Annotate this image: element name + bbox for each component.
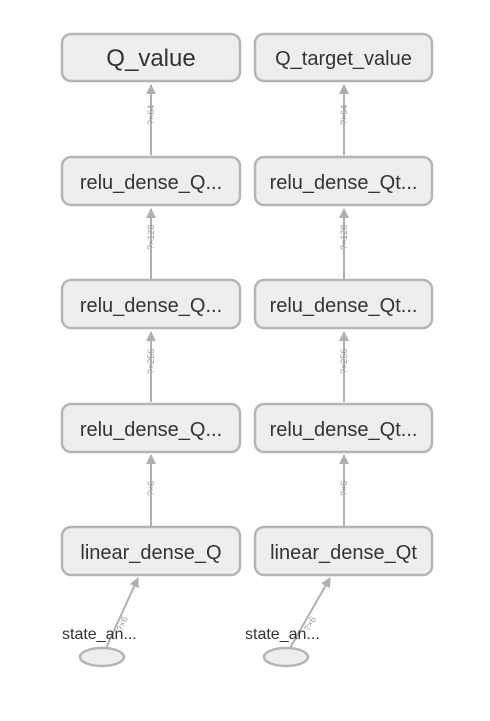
node-relu-dense-1[interactable]: relu_dense_Q... [60,402,242,454]
node-label: relu_dense_Qt... [270,295,418,317]
edge-label: ?×64 [339,105,349,125]
node-label: Q_value [106,45,195,72]
edge-label: ?×128 [146,225,156,250]
node-relu-dense-2[interactable]: relu_dense_Qt... [253,278,434,330]
node-label: relu_dense_Q... [80,419,222,441]
edge-label: ?×256 [339,349,349,374]
node-q-target-value[interactable]: Q_target_value [253,32,434,83]
node-q-value[interactable]: Q_value [60,32,242,83]
node-label: relu_dense_Q... [80,172,222,194]
node-label: relu_dense_Qt... [270,172,418,194]
edge-label: ?×128 [339,225,349,250]
node-label: Q_target_value [275,48,412,70]
node-relu-dense-3[interactable]: relu_dense_Q... [60,155,242,207]
node-input[interactable]: state_an... [62,626,137,668]
node-relu-dense-1[interactable]: relu_dense_Qt... [253,402,434,454]
edge-label: ?×6 [146,481,156,496]
column-q: ?×64 ?×128 ?×256 ?×6 ?×6 Q_value relu_de… [60,32,242,668]
node-label: relu_dense_Qt... [270,419,418,441]
edge-input-to-linear [289,577,331,649]
node-linear-dense[interactable]: linear_dense_Qt [253,525,434,577]
column-qt: ?×64 ?×128 ?×256 ?×6 ?×6 Q_target_value … [245,32,434,668]
node-linear-dense[interactable]: linear_dense_Q [60,525,242,577]
node-input[interactable]: state_an... [245,626,320,668]
edge-input-to-linear [105,577,139,649]
input-label: state_an... [62,626,137,643]
node-relu-dense-2[interactable]: relu_dense_Q... [60,278,242,330]
edge-label: ?×64 [146,105,156,125]
node-label: linear_dense_Qt [270,542,417,564]
input-label: state_an... [245,626,320,643]
edge-label: ?×6 [339,481,349,496]
edge-label: ?×256 [146,349,156,374]
node-label: linear_dense_Q [80,542,221,564]
node-relu-dense-3[interactable]: relu_dense_Qt... [253,155,434,207]
node-label: relu_dense_Q... [80,295,222,317]
